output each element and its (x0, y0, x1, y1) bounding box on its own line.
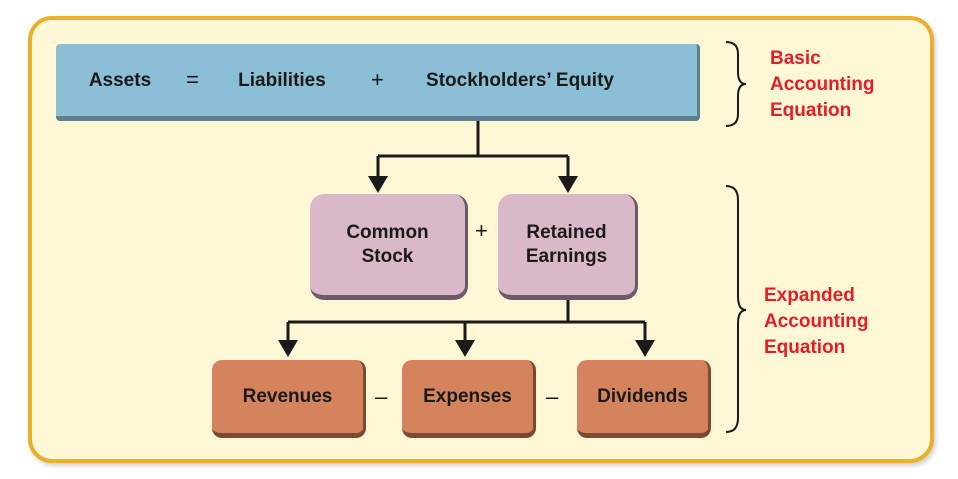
common-stock-label: Common Stock (346, 221, 429, 267)
arrow-head-retained-earnings (558, 176, 578, 193)
plus-sign: + (371, 67, 384, 92)
assets-label: Assets (88, 70, 152, 91)
expanded-equation-label: Expanded Accounting Equation (764, 285, 869, 358)
basic-equation-label: Basic Accounting Equation (770, 48, 875, 121)
liabilities-label: Liabilities (238, 70, 326, 91)
arrow-head-common-stock (368, 176, 388, 193)
minus-sign-2: – (546, 384, 559, 409)
basic-equation-bar (56, 44, 700, 121)
arrow-head-dividends (635, 340, 655, 357)
arrow-head-expenses (455, 340, 475, 357)
arrow-head-revenues (278, 340, 298, 357)
stockholders-equity-label: Stockholders’ Equity (426, 70, 614, 91)
revenues-label: Revenues (242, 385, 333, 407)
expenses-box: Expenses (402, 360, 536, 438)
minus-sign-1: – (375, 384, 388, 409)
dividends-label: Dividends (597, 385, 688, 407)
revenues-box: Revenues (212, 360, 366, 438)
retained-earnings-box: Retained Earnings (498, 194, 638, 300)
dividends-box: Dividends (577, 360, 711, 438)
plus-sign-equity: + (475, 218, 488, 243)
expenses-label: Expenses (423, 385, 512, 407)
retained-earnings-label: Retained Earnings (525, 221, 608, 267)
brace-basic (725, 41, 747, 127)
brace-expanded (725, 185, 747, 433)
common-stock-box: Common Stock (310, 194, 468, 300)
equals-sign: = (186, 67, 199, 92)
